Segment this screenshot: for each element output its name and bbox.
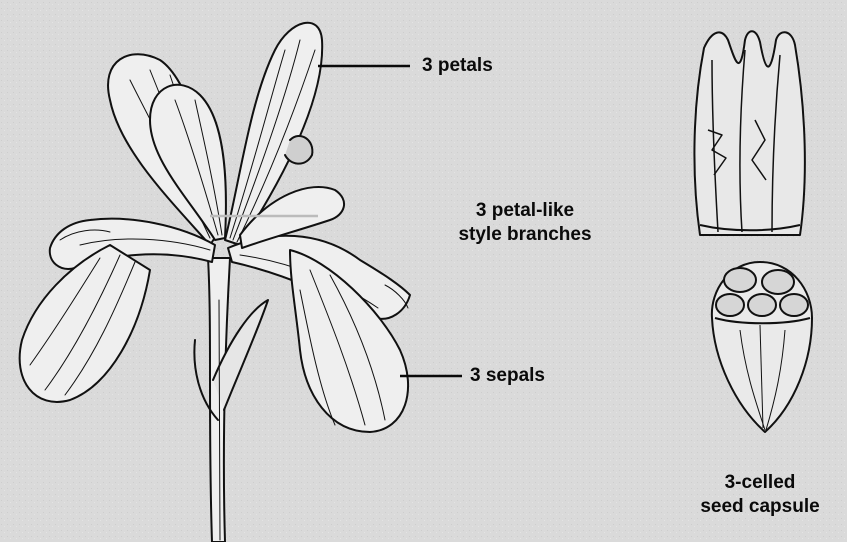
seed-capsule-open [694,31,804,235]
label-style-branches: 3 petal-like style branches [440,199,610,247]
label-style-branches-line1: 3 petal-like [440,199,610,223]
label-petals: 3 petals [422,54,493,78]
label-seed-capsule-line1: 3-celled [675,471,845,495]
label-sepals: 3 sepals [470,364,545,388]
label-seed-capsule: 3-celled seed capsule [675,471,845,519]
label-seed-capsule-line2: seed capsule [675,495,845,519]
label-style-branches-line2: style branches [440,223,610,247]
